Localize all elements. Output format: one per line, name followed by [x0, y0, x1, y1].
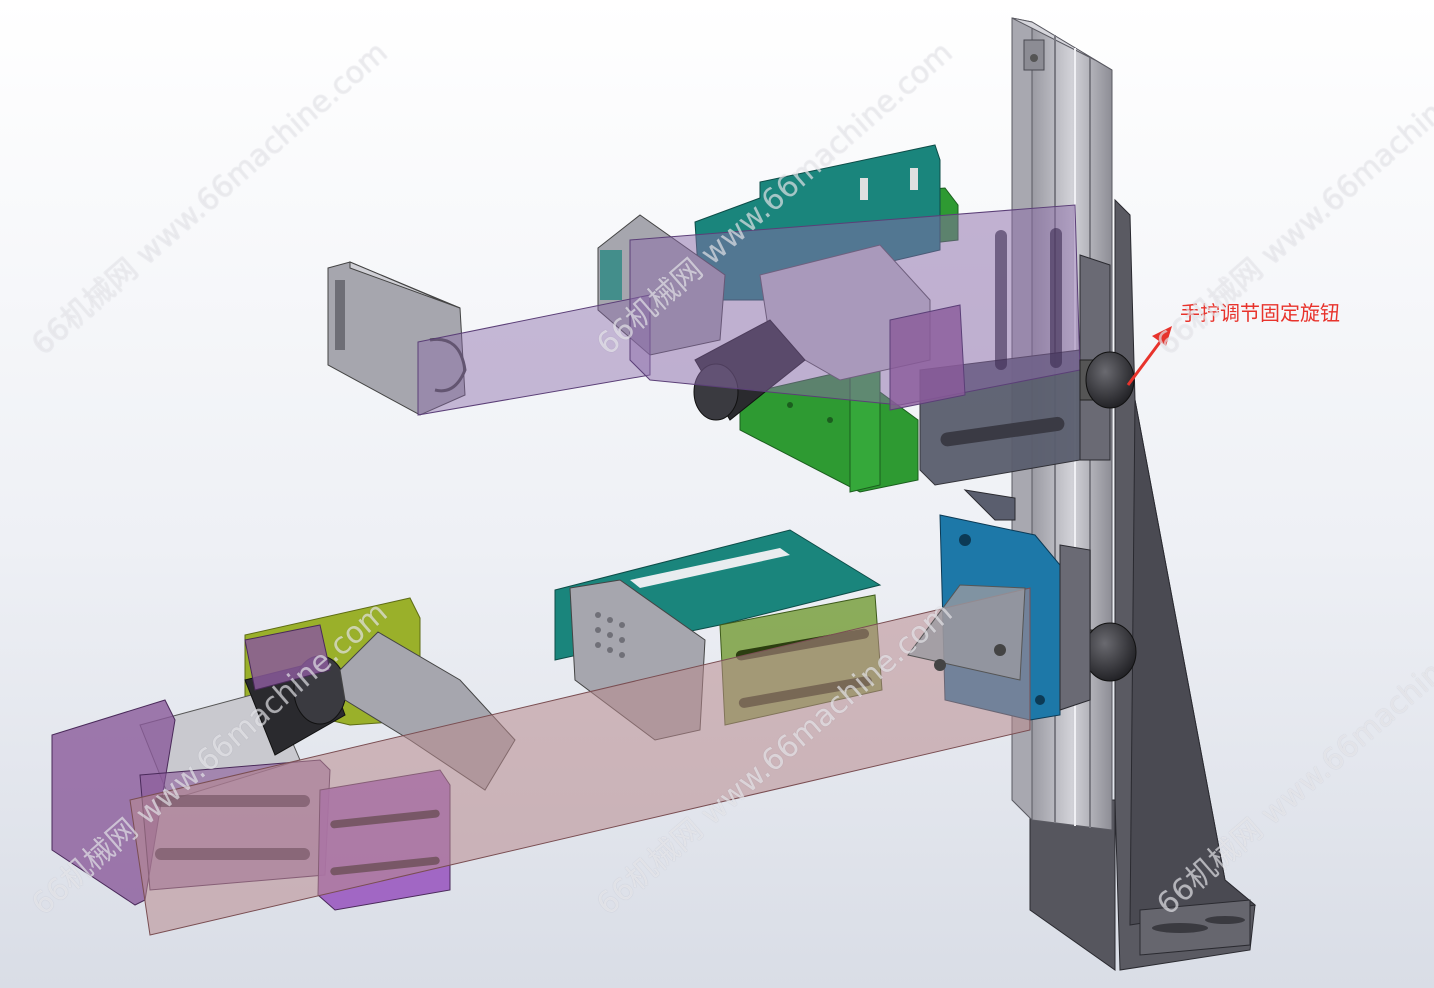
upper-gripper-left	[327, 261, 467, 416]
column-base	[1029, 198, 1257, 971]
lower-pink-arm	[129, 584, 1031, 936]
knob-annotation-label: 手拧调节固定旋钮	[1180, 301, 1340, 325]
arrow-icon	[1126, 326, 1172, 386]
upper-purple-arm	[417, 204, 1081, 416]
upper-adjust-knob	[1079, 351, 1135, 409]
